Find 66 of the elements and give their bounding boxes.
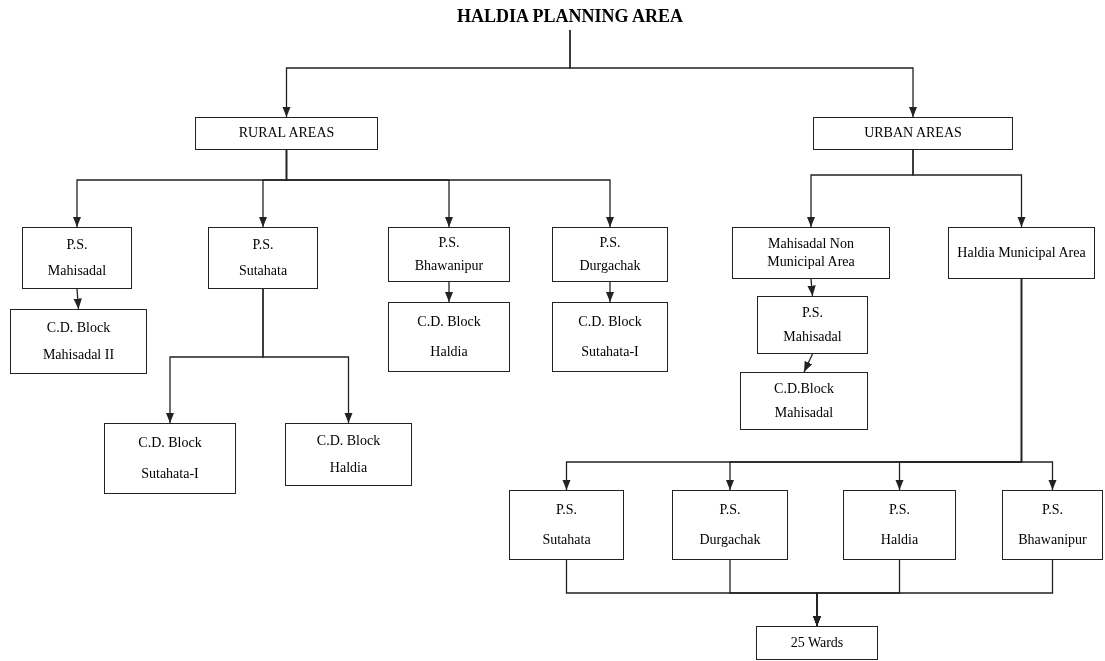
node-text: P.S.: [802, 303, 823, 322]
node-text: P.S.: [1042, 500, 1063, 519]
node-box: [285, 423, 412, 486]
node-text: Sutahata-I: [141, 464, 199, 483]
connector-arrow: [605, 281, 615, 303]
node-box: [208, 227, 318, 289]
node-box: [732, 227, 890, 279]
node-text: Durgachak: [699, 530, 761, 549]
connector-arrow: [285, 149, 615, 228]
node-text: URBAN AREAS: [864, 124, 962, 143]
node-text: Bhawanipur: [1018, 530, 1087, 549]
connector-arrow: [73, 288, 82, 310]
node-text: Sutahata-I: [581, 342, 639, 361]
node-box: [552, 227, 668, 282]
node-text: C.D. Block: [46, 318, 111, 337]
connector-arrow: [262, 288, 353, 424]
node-text: 25 Wards: [790, 633, 844, 652]
node-text: Mahisadal II: [42, 346, 115, 365]
node-box: [104, 423, 236, 494]
node-text: C.D. Block: [578, 312, 642, 331]
node-text: Mahisadal Non Municipal Area: [766, 234, 856, 271]
connector-arrow: [444, 281, 454, 303]
node-box: [740, 372, 868, 430]
node-text: Haldia Municipal Area: [957, 243, 1086, 262]
node-box: [22, 227, 132, 289]
node-text: C.D. Block: [138, 434, 202, 453]
node-text: C.D. Block: [417, 312, 481, 331]
node-box: [388, 227, 510, 282]
connector-arrow: [812, 559, 1054, 627]
node-text: Mahisadal: [783, 327, 842, 346]
node-box: [509, 490, 624, 560]
node-box: [843, 490, 956, 560]
node-box: [195, 117, 378, 150]
node-text: P.S.: [889, 500, 910, 519]
node-text: Haldia: [880, 530, 919, 549]
node-box: [552, 302, 668, 372]
node-box: [757, 296, 868, 354]
node-text: P.S.: [66, 235, 88, 254]
node-box: [948, 227, 1095, 279]
node-box: [10, 309, 147, 374]
node-box: [1002, 490, 1103, 560]
node-text: Haldia: [430, 342, 468, 361]
node-text: P.S.: [719, 500, 741, 519]
connector-arrow: [803, 353, 814, 373]
node-text: Sutahata: [238, 261, 288, 280]
node-text: Durgachak: [579, 256, 641, 275]
node-text: P.S.: [599, 234, 621, 253]
node-text: P.S.: [252, 235, 274, 254]
connector-arrow: [807, 278, 816, 297]
node-text: RURAL AREAS: [238, 124, 335, 143]
node-text: Mahisadal: [774, 403, 834, 422]
node-text: P.S.: [556, 500, 577, 519]
connector-arrow: [569, 29, 918, 118]
connector-arrow: [1020, 278, 1057, 491]
connector-arrow: [912, 149, 1026, 228]
node-box: [672, 490, 788, 560]
node-text: Bhawanipur: [414, 256, 484, 275]
node-text: C.D. Block: [316, 432, 381, 451]
node-text: Haldia: [329, 458, 368, 477]
node-box: [756, 626, 878, 660]
node-text: C.D.Block: [774, 379, 834, 398]
node-box: [813, 117, 1013, 150]
node-box: [388, 302, 510, 372]
node-text: Mahisadal: [47, 261, 107, 280]
node-text: Sutahata: [542, 530, 591, 549]
node-text: P.S.: [438, 234, 460, 253]
